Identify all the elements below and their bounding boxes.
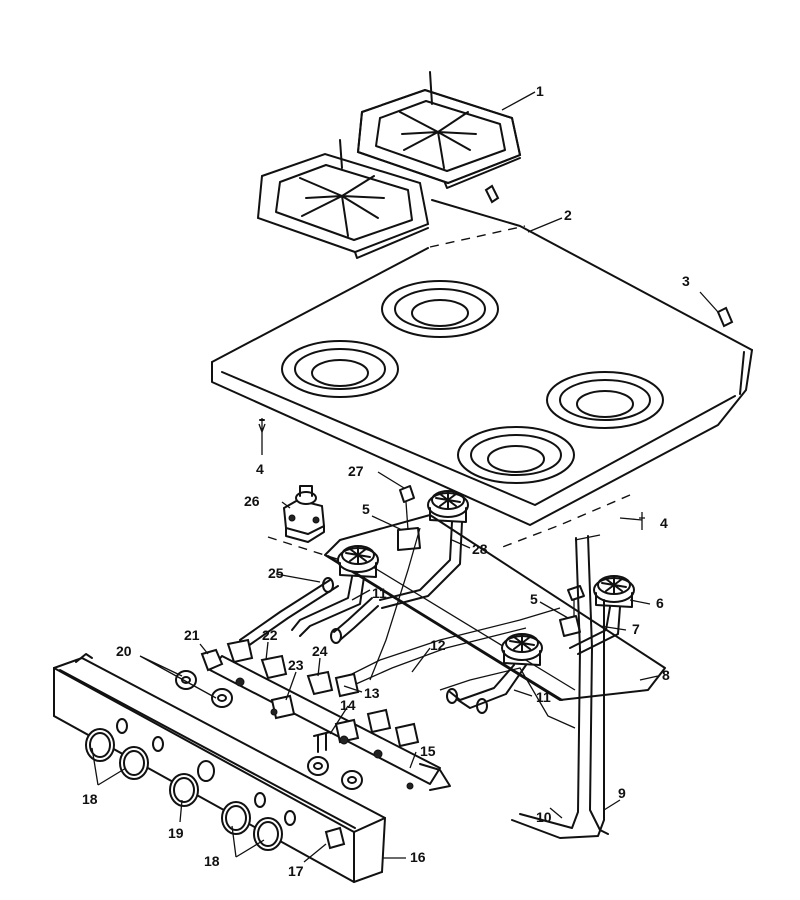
burner-head-front-right	[501, 633, 543, 666]
callout-17: 17	[288, 863, 304, 879]
burner-head-front-left	[337, 545, 379, 578]
burner-grate-rear	[356, 71, 522, 189]
pressure-regulator	[282, 485, 326, 543]
callout-27: 27	[348, 463, 364, 479]
knob-bezels	[175, 670, 363, 790]
callout-13: 13	[364, 685, 380, 701]
callout-6: 6	[656, 595, 664, 611]
leader-lines	[91, 91, 719, 863]
callout-5a: 5	[362, 501, 370, 517]
callout-14: 14	[340, 697, 356, 713]
gas-supply-tubes	[511, 534, 609, 839]
burner-heads	[337, 490, 635, 666]
callout-3: 3	[682, 273, 690, 289]
callout-4b: 4	[660, 515, 668, 531]
callout-5b: 5	[530, 591, 538, 607]
burner-head-rear-right	[593, 575, 635, 608]
panel-switch	[324, 826, 346, 850]
callout-10: 10	[536, 809, 552, 825]
spark-electrodes	[397, 485, 585, 637]
main-cooktop-panel	[211, 199, 753, 526]
callout-23: 23	[288, 657, 304, 673]
callout-25: 25	[268, 565, 284, 581]
burner-tubes	[239, 521, 621, 714]
callout-18a: 18	[82, 791, 98, 807]
callout-11b: 11	[536, 689, 551, 705]
electrode-bracket	[334, 672, 360, 698]
burner-grate-front	[256, 139, 430, 259]
callout-18b: 18	[204, 853, 220, 869]
callout-21: 21	[184, 627, 200, 643]
callout-16: 16	[410, 849, 426, 865]
burner-head-rear-left	[427, 490, 469, 523]
grate-clip	[484, 184, 500, 204]
callout-2: 2	[564, 207, 572, 223]
callout-9: 9	[618, 785, 626, 801]
callout-19: 19	[168, 825, 184, 841]
callout-28: 28	[472, 541, 488, 557]
callout-20: 20	[116, 643, 132, 659]
callout-11a: 11	[372, 585, 387, 601]
callout-12: 12	[430, 637, 446, 653]
callout-labels: 1 2 3 4 4 5 5 6 7 8 9 10 11 11 12 13 14 …	[82, 83, 690, 879]
callout-26: 26	[244, 493, 260, 509]
callout-1: 1	[536, 83, 544, 99]
valve-manifold	[200, 638, 451, 791]
control-panel	[53, 653, 387, 884]
callout-24: 24	[312, 643, 328, 659]
callout-8: 8	[662, 667, 670, 683]
callout-4a: 4	[256, 461, 264, 477]
top-hinge-clip	[716, 306, 734, 328]
callout-7: 7	[632, 621, 640, 637]
callout-15: 15	[420, 743, 436, 759]
callout-22: 22	[262, 627, 278, 643]
